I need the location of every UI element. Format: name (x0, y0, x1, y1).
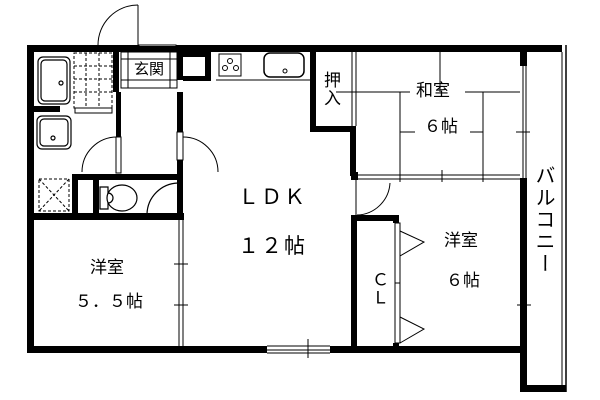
toilet (99, 182, 179, 215)
washbasin (36, 115, 72, 150)
tatami-lines (356, 52, 520, 175)
ldk-size: １２帖 (238, 234, 307, 258)
hall-door (182, 136, 219, 173)
kitchen-counter (216, 52, 310, 81)
washing-machine-space (38, 178, 70, 212)
west-room-partition (174, 220, 188, 346)
bathtub (37, 56, 71, 105)
closet-label: ＣＬ (368, 271, 388, 307)
yoshitsu-east-size: ６帖 (446, 271, 480, 291)
washitsu-fusuma (336, 52, 520, 182)
ldk-name: ＬＤＫ (238, 185, 307, 209)
oshiire-label: 押入 (320, 71, 340, 107)
gas-stove (218, 53, 242, 77)
yoshitsu-west-size: ５．５帖 (75, 292, 143, 312)
entrance-door (97, 4, 177, 47)
entrance-tiles (120, 51, 178, 89)
washitsu-name: 和室 (416, 81, 450, 101)
balcony-label: バルコニー (532, 165, 556, 275)
entrance-label: 玄関 (134, 60, 165, 78)
closet-doors (394, 222, 426, 344)
yoshitsu-east-name: 洋室 (444, 231, 478, 251)
ldk-window (267, 339, 330, 358)
interior-walls (34, 52, 527, 353)
yoshitsu-west-name: 洋室 (90, 258, 124, 278)
washitsu-size: ６帖 (424, 117, 458, 137)
bath-floor-tiles (73, 52, 113, 109)
